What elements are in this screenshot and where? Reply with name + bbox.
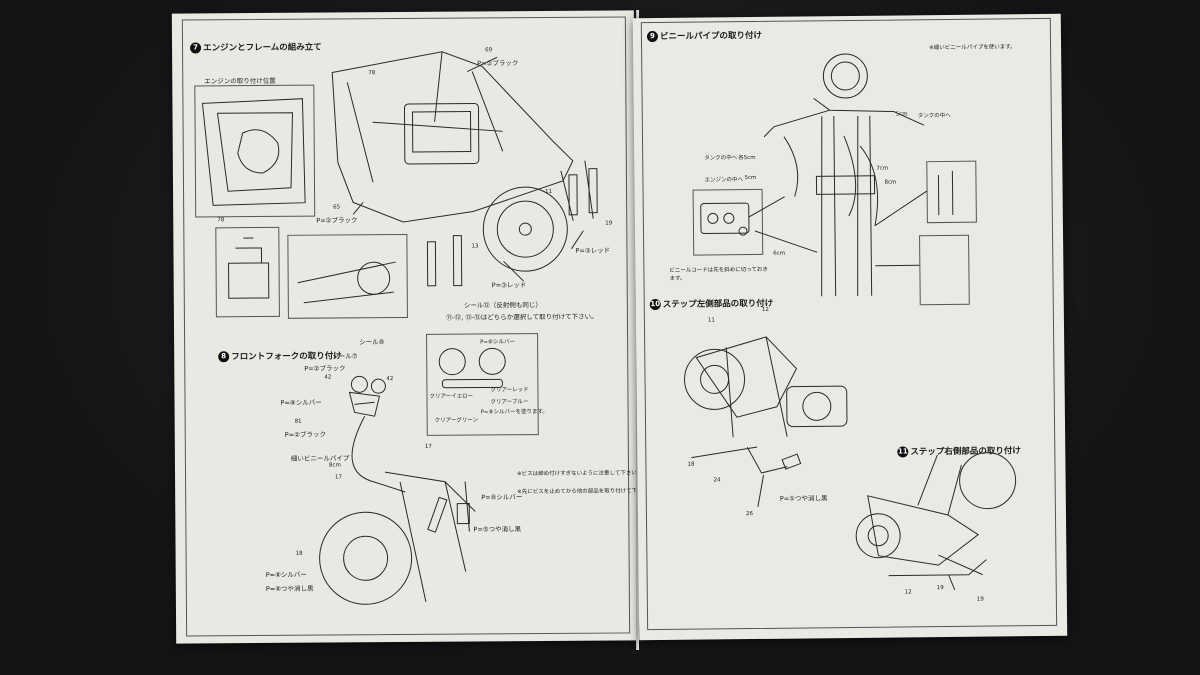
right-line-art bbox=[684, 53, 1017, 591]
left-line-art bbox=[201, 51, 598, 605]
